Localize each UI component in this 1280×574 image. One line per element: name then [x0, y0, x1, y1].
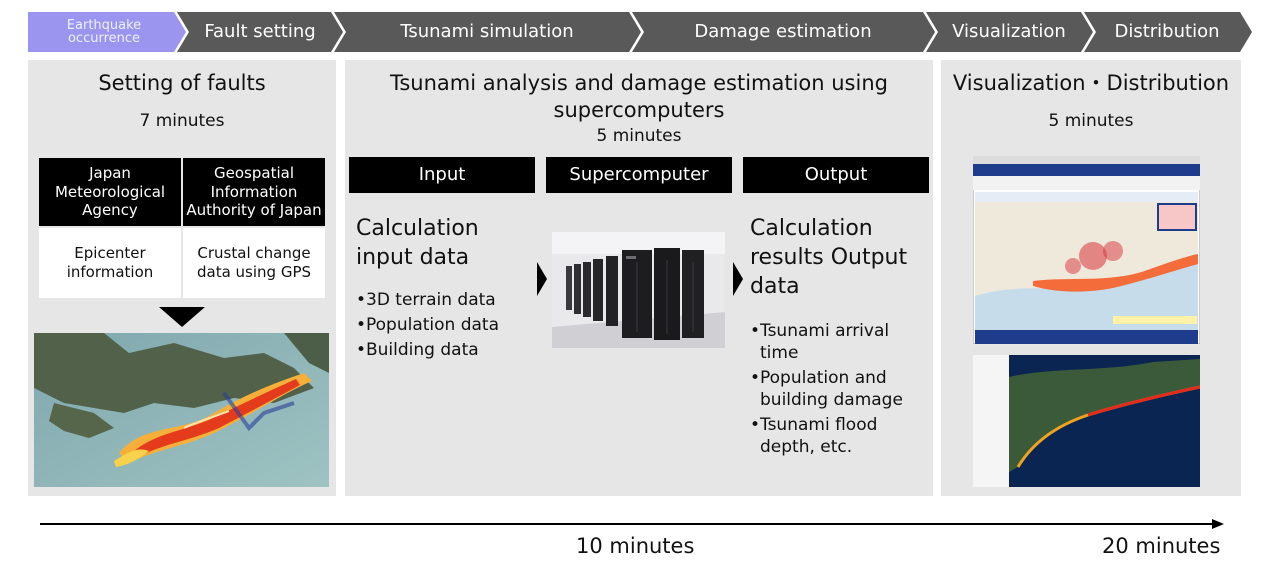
supercomputer-panel: Tsunami analysis and damage estimation u…: [345, 60, 933, 496]
panel-title: Visualization・Distribution: [952, 71, 1230, 95]
panel-time: 5 minutes: [1048, 111, 1134, 131]
source-agency-jma: Japan Meteorological Agency: [39, 158, 181, 226]
panel-title: Setting of faults: [98, 71, 266, 95]
flow-chevrons: [28, 12, 1252, 52]
timeline-arrow: [40, 519, 1224, 529]
output-heading: Calculation results Output data: [750, 216, 908, 299]
panel-time: 7 minutes: [139, 111, 225, 131]
arrow-right-icon: [537, 262, 547, 296]
list-item: Population and building damage: [750, 367, 930, 411]
chevron-damage: [632, 12, 935, 52]
flow-step-earthquake: Earthquake occurrence: [66, 18, 142, 46]
flow-step-damage: Damage estimation: [694, 21, 872, 42]
timeline-label-20: 20 minutes: [1102, 534, 1221, 558]
google-earth-screenshot: [973, 347, 1200, 487]
chevron-tsunami: [334, 12, 641, 52]
flow-step-fault: Fault setting: [204, 21, 316, 42]
process-flow: Earthquake occurrence Fault setting Tsun…: [28, 12, 1252, 52]
input-header: Input: [349, 157, 535, 193]
input-heading: Calculation input data: [356, 216, 479, 270]
list-item: Tsunami flood depth, etc.: [750, 414, 930, 458]
chevron-distribution: [1084, 12, 1252, 52]
source-agency-gsi: Geospatial Information Authority of Japa…: [183, 158, 325, 226]
chevron-earthquake: [28, 12, 186, 52]
input-list: 3D terrain data Population data Building…: [356, 289, 536, 364]
down-arrow-icon: [159, 307, 205, 327]
chevron-visualization: [926, 12, 1093, 52]
timeline-label-10: 10 minutes: [576, 534, 695, 558]
supercomputer-photo: [552, 232, 725, 348]
source-data-epicenter: Epicenter information: [39, 228, 181, 298]
source-data-gps: Crustal change data using GPS: [183, 228, 325, 298]
web-map-screenshot: [973, 156, 1200, 344]
panel-time: 5 minutes: [596, 126, 682, 146]
visualization-panel: Visualization・Distribution 5 minutes: [941, 60, 1241, 496]
flow-step-tsunami: Tsunami simulation: [400, 21, 574, 42]
chevron-fault: [177, 12, 343, 52]
panel-title: Tsunami analysis and damage estimation u…: [390, 71, 888, 122]
list-item: Population data: [356, 314, 536, 336]
arrow-right-icon: [733, 262, 743, 296]
flow-step-visualization: Visualization: [952, 21, 1066, 42]
output-list: Tsunami arrival time Population and buil…: [750, 320, 930, 461]
list-item: 3D terrain data: [356, 289, 536, 311]
list-item: Tsunami arrival time: [750, 320, 930, 364]
output-header: Output: [743, 157, 929, 193]
fault-setting-panel: Setting of faults 7 minutes Japan Meteor…: [28, 60, 336, 496]
supercomputer-header: Supercomputer: [546, 157, 732, 193]
flow-step-distribution: Distribution: [1114, 21, 1220, 42]
fault-map-image: [34, 333, 329, 487]
list-item: Building data: [356, 339, 536, 361]
